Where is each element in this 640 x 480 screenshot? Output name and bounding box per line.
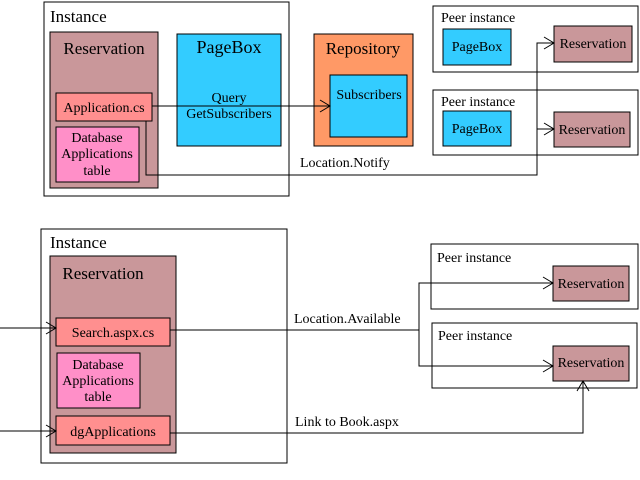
search-aspx-box [55,317,171,347]
bottom-reservation-title: Reservation [62,264,144,283]
top-database-line3: table [83,164,110,179]
link-book-arrowhead [576,380,590,392]
top-peer1-reservation-label: Reservation [560,37,627,52]
top-peer1-title: Peer instance [441,11,515,26]
subscribers-label: Subscribers [336,88,401,103]
available-arrowhead-2 [542,359,554,373]
pagebox-box [176,33,282,147]
location-notify-label: Location.Notify [300,156,390,171]
location-available-label: Location.Available [294,312,401,327]
bottom-peer1-title: Peer instance [437,251,511,266]
bottom-peer2-title: Peer instance [438,329,512,344]
bottom-peer1-reservation [552,265,630,302]
search-aspx-label: Search.aspx.cs [72,326,154,341]
notify-line [145,42,554,176]
available-arrowhead-1 [542,276,554,290]
link-to-book-label: Link to Book.aspx [295,415,399,430]
top-peer2-pagebox-label: PageBox [452,122,503,137]
link-book-line [170,381,584,434]
dg-applications-label: dgApplications [70,425,156,440]
available-branch-line [418,330,553,367]
top-reservation-title: Reservation [63,39,145,58]
bottom-peer1-reservation-label: Reservation [558,277,625,292]
top-peer1-pagebox [442,28,512,66]
top-instance-title: Instance [50,7,107,26]
pagebox-title: PageBox [197,37,262,57]
incoming-arrow-search-head [45,321,57,335]
top-database-line1: Database [71,131,122,146]
top-peer1-reservation [553,25,633,63]
top-peer2-reservation-label: Reservation [559,123,626,138]
query-arrowhead [319,99,331,113]
top-database-line2: Applications [61,147,133,162]
dg-applications-box [55,415,171,446]
query-line2: GetSubscribers [186,107,272,122]
bottom-database-line1: Database [72,358,123,373]
top-peer2-pagebox [442,110,512,147]
repository-title: Repository [326,39,401,58]
query-line1: Query [212,91,247,106]
application-cs-label: Application.cs [63,101,144,116]
application-cs-box [55,92,153,122]
top-database-box [55,126,140,183]
bottom-peer2-reservation [552,345,630,382]
bottom-database-line2: Applications [62,374,134,389]
notify-arrowhead-2 [543,122,555,136]
bottom-peer2-reservation-label: Reservation [558,356,625,371]
bottom-instance-title: Instance [50,233,107,252]
notify-arrowhead-1 [543,36,555,50]
bottom-database-box [56,352,141,409]
incoming-arrow-dg-head [45,424,57,438]
top-peer1-pagebox-label: PageBox [452,40,503,55]
available-line [170,282,553,331]
bottom-database-line3: table [84,390,111,405]
subscribers-box [329,74,408,138]
top-peer2-reservation [553,111,631,148]
top-peer2-title: Peer instance [441,95,515,110]
